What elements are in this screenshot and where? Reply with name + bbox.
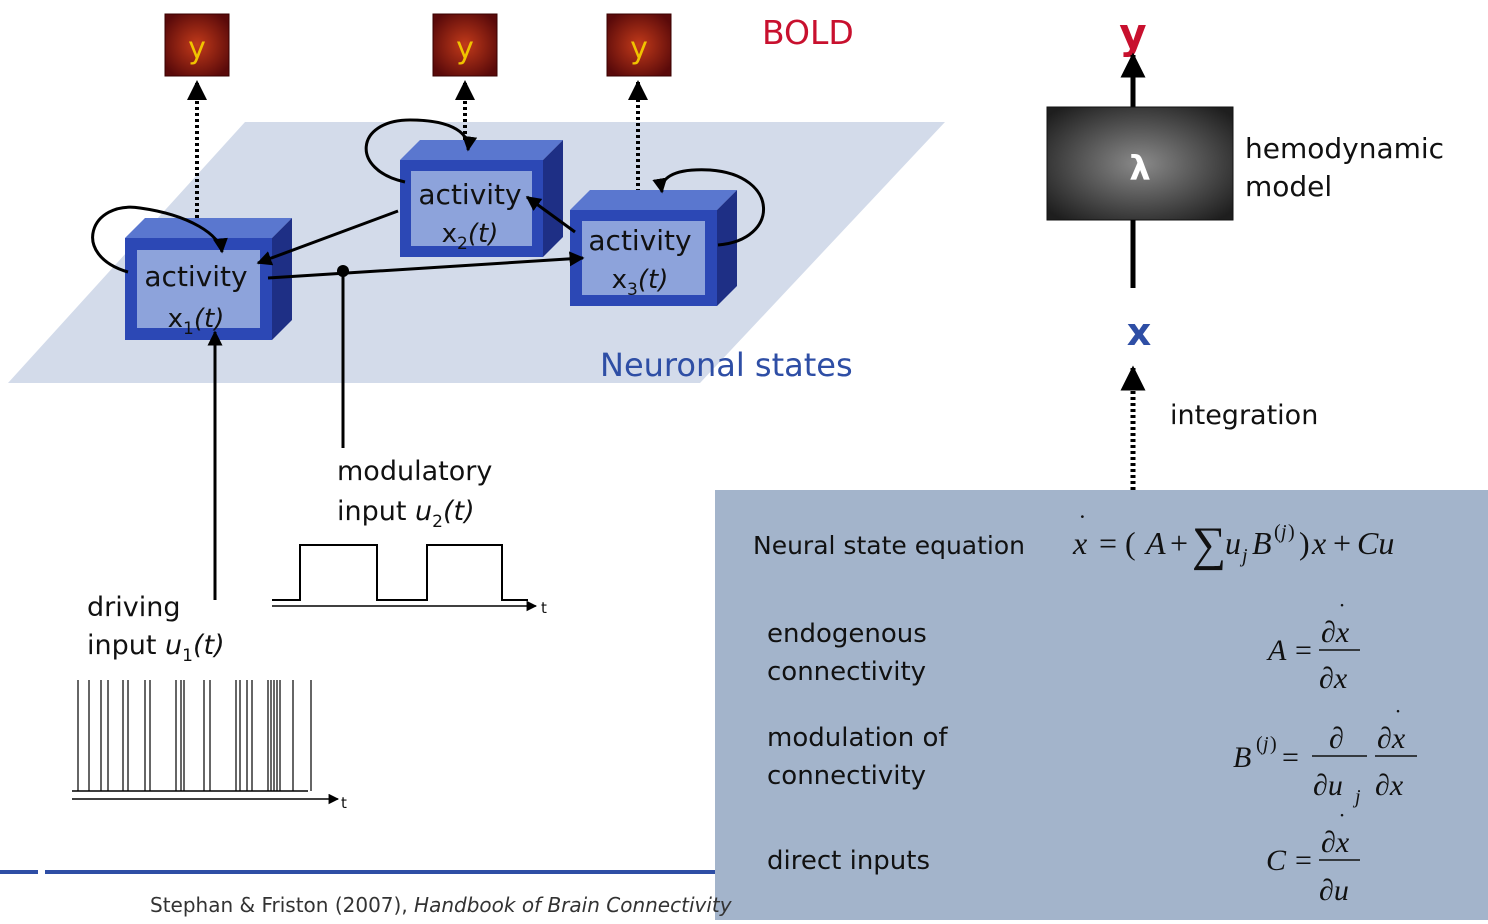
region-1-activity: activity [144,260,247,293]
svg-text:Cu: Cu [1357,525,1394,561]
self-loop-2 [364,118,478,184]
modulatory-label-line1: modulatory [337,456,492,487]
driving-label-line2: input u1(t) [87,630,225,666]
hemodynamic-label-line1: hemodynamic [1245,132,1444,165]
y-label: y [630,31,648,66]
svg-text:): ) [1270,733,1277,755]
svg-text:+: + [1333,525,1351,561]
svg-text:∂: ∂ [1329,722,1344,755]
svg-text:∂x: ∂x [1377,722,1406,755]
self-loop-3 [652,168,765,247]
region-box-1 [125,218,292,340]
citation-book-title: Handbook of Brain Connectivity [414,893,732,917]
modulatory-input-signal: t [272,544,547,617]
driving-input-signal: t [72,680,347,812]
equation-A: A = ∂x ˙ ∂x [1266,600,1360,695]
svg-text:∂u: ∂u [1313,769,1343,802]
t-axis-label: t [341,794,347,812]
lambda-symbol: λ [1129,149,1151,189]
self-loop-1 [91,205,228,274]
svg-text:=: = [1295,634,1312,667]
svg-text:u: u [1225,525,1241,561]
endogenous-label-line2: connectivity [767,657,926,687]
bold-y-box-3: y [606,13,672,77]
svg-text:∂u: ∂u [1319,874,1349,907]
svg-text:=: = [1282,741,1299,774]
region-box-3 [570,190,737,306]
svg-text:A: A [1266,634,1287,667]
connection-3-2 [525,195,576,234]
driving-label-line1: driving [87,592,180,623]
svg-text:+: + [1170,525,1188,561]
integration-label: integration [1170,400,1318,431]
equation-B: B ( j ) = ∂ ∂u j ∂x ˙ ∂x [1233,706,1417,808]
svg-text:∑: ∑ [1192,518,1226,571]
svg-text:x: x [1072,525,1087,561]
svg-text:A: A [1144,525,1166,561]
svg-text:∂x: ∂x [1375,769,1404,802]
neural-state-equation: x ˙ = ( A + ∑ u j B ( j ) ) x + Cu [1072,510,1394,571]
svg-text:(: ( [1256,733,1263,755]
svg-text:∂x: ∂x [1321,826,1350,859]
region-1-state: x1(t) [168,304,225,339]
connection-1-2 [256,209,399,266]
footer-rule-short [0,870,38,874]
y-label: y [188,31,206,66]
equation-C: C = ∂x ˙ ∂u [1266,810,1360,907]
svg-text:= (: = ( [1099,525,1136,561]
modulatory-label-line2: input u2(t) [337,496,475,532]
output-y-label: y [1119,9,1146,58]
svg-text:): ) [1299,525,1310,561]
equation-panel: Neural state equation x ˙ = ( A + ∑ u j … [715,490,1488,920]
bold-y-box-2: y [432,13,498,77]
svg-text:˙: ˙ [1394,706,1402,732]
svg-text:x: x [1311,525,1326,561]
equation-panel-canvas: Neural state equation x ˙ = ( A + ∑ u j … [753,510,1417,907]
svg-text:∂x: ∂x [1319,662,1348,695]
svg-text:˙: ˙ [1338,810,1346,836]
region-2-state: x2(t) [442,219,499,254]
endogenous-label-line1: endogenous [767,619,927,649]
t-axis-label: t [541,599,547,617]
svg-text:B: B [1252,525,1272,561]
svg-text:j: j [1278,521,1287,543]
svg-text:˙: ˙ [1078,510,1087,539]
svg-text:=: = [1295,844,1312,877]
bold-label: BOLD [762,13,854,52]
region-3-activity: activity [588,224,691,257]
region-3-state: x3(t) [612,265,669,300]
hemodynamic-label-line2: model [1245,170,1332,203]
connection-1-3 [267,251,585,280]
state-x-label: x [1127,310,1152,354]
citation-authors: Stephan & Friston (2007), [150,893,415,917]
region-box-2 [400,140,563,257]
hemodynamic-model-box [1046,106,1234,221]
bold-y-box-1: y [164,13,230,77]
svg-text:): ) [1288,521,1295,543]
svg-text:∂x: ∂x [1321,616,1350,649]
y-label: y [456,31,474,66]
svg-text:(: ( [1274,521,1281,543]
citation-footer: Stephan & Friston (2007), Handbook of Br… [150,893,732,917]
svg-text:˙: ˙ [1338,600,1346,626]
svg-text:C: C [1266,844,1287,877]
modulation-label-line2: connectivity [767,761,926,791]
svg-text:j: j [1352,786,1361,808]
direct-inputs-label: direct inputs [767,846,930,876]
neural-state-equation-title: Neural state equation [753,531,1025,560]
footer-rule [45,870,715,874]
region-2-activity: activity [418,178,521,211]
svg-text:B: B [1233,741,1251,774]
neuronal-states-label: Neuronal states [600,346,853,384]
modulation-label-line1: modulation of [767,723,948,753]
svg-text:j: j [1260,733,1269,755]
svg-text:j: j [1239,545,1248,567]
